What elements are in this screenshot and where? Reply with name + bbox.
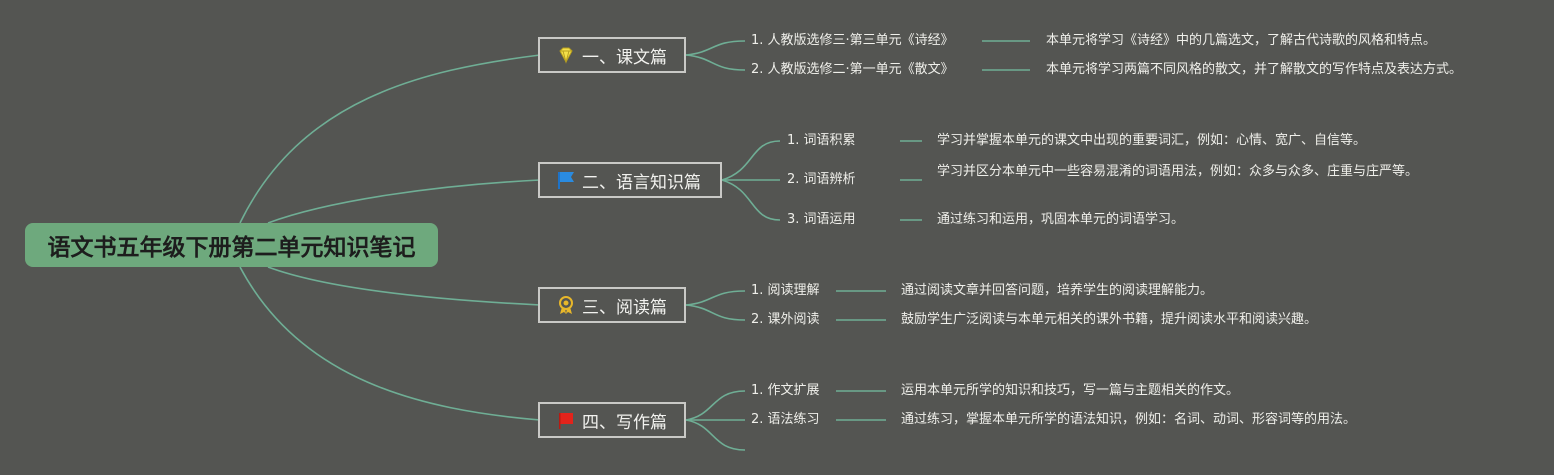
leaf-description: 运用本单元所学的知识和技巧，写一篇与主题相关的作文。 <box>901 383 1240 398</box>
leaf-label[interactable]: 2. 语法练习 <box>751 412 820 427</box>
branch-node-reading[interactable]: 三、阅读篇 <box>538 287 686 323</box>
root-title: 语文书五年级下册第二单元知识笔记 <box>47 235 416 261</box>
leaf-label[interactable]: 1. 作文扩展 <box>751 383 820 398</box>
leaf-description: 本单元将学习《诗经》中的几篇选文，了解古代诗歌的风格和特点。 <box>1046 33 1437 48</box>
branch-node-writing[interactable]: 四、写作篇 <box>538 402 686 438</box>
leaf-description: 通过练习，掌握本单元所学的语法知识，例如：名词、动词、形容词等的用法。 <box>901 412 1357 427</box>
leaf-description: 学习并区分本单元中一些容易混淆的词语用法，例如：众多与众多、庄重与庄严等。 <box>937 164 1419 179</box>
branch-node-texts[interactable]: 一、课文篇 <box>538 37 686 73</box>
leaf-label[interactable]: 1. 人教版选修三·第三单元《诗经》 <box>751 33 954 48</box>
leaf-label[interactable]: 1. 阅读理解 <box>751 283 820 298</box>
branch-label: 二、语言知识篇 <box>582 172 701 193</box>
leaf-description: 通过练习和运用，巩固本单元的词语学习。 <box>937 212 1185 227</box>
branch-label: 三、阅读篇 <box>582 297 667 318</box>
branch-label: 四、写作篇 <box>582 412 667 433</box>
leaf-label[interactable]: 2. 人教版选修二·第一单元《散文》 <box>751 62 954 77</box>
branch-node-language[interactable]: 二、语言知识篇 <box>538 162 722 198</box>
diamond-icon <box>556 45 576 65</box>
red-square-flag-icon <box>556 410 576 430</box>
leaf-description: 鼓励学生广泛阅读与本单元相关的课外书籍，提升阅读水平和阅读兴趣。 <box>901 312 1318 327</box>
leaf-description: 通过阅读文章并回答问题，培养学生的阅读理解能力。 <box>901 283 1214 298</box>
leaf-description: 学习并掌握本单元的课文中出现的重要词汇，例如：心情、宽广、自信等。 <box>937 133 1367 148</box>
leaf-label[interactable]: 2. 课外阅读 <box>751 312 820 327</box>
leaf-description: 本单元将学习两篇不同风格的散文，并了解散文的写作特点及表达方式。 <box>1046 62 1463 77</box>
award-medal-icon <box>556 295 576 315</box>
branch-label: 一、课文篇 <box>582 47 667 68</box>
leaf-label[interactable]: 2. 词语辨析 <box>787 172 856 187</box>
root-node[interactable]: 语文书五年级下册第二单元知识笔记 <box>25 223 438 267</box>
blue-flag-icon <box>556 170 576 190</box>
leaf-label[interactable]: 1. 词语积累 <box>787 133 856 148</box>
leaf-label[interactable]: 3. 词语运用 <box>787 212 856 227</box>
